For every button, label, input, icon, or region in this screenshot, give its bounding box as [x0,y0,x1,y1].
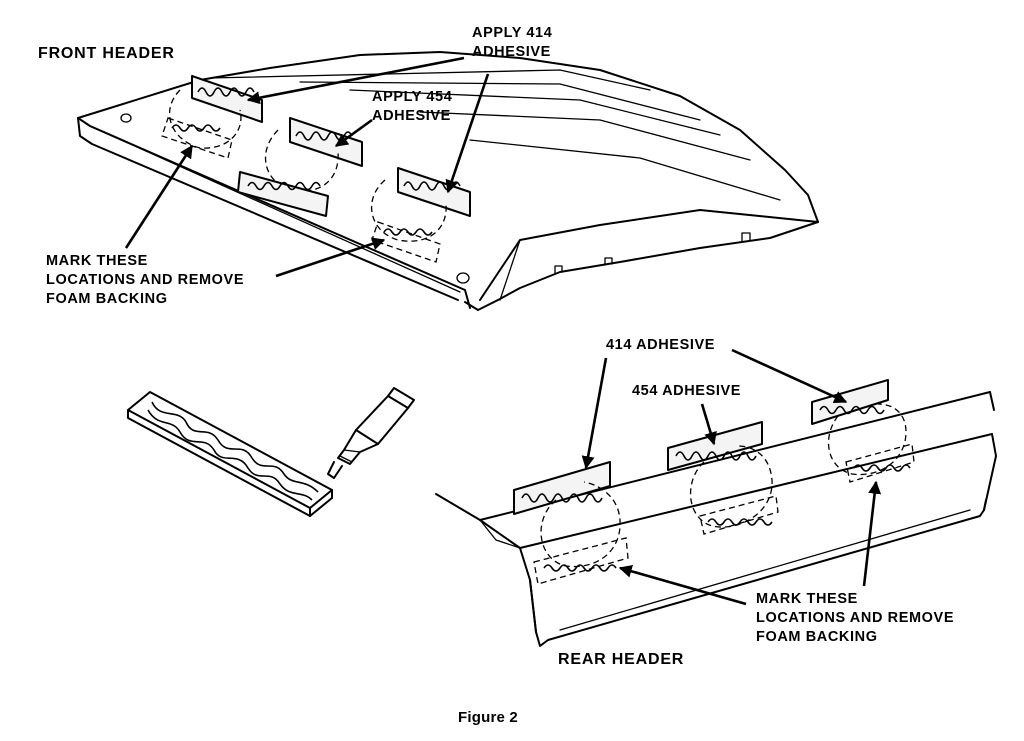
front-pad-2 [237,117,363,217]
arrow-414-rear-pad1 [581,357,608,470]
arrow-454-rear [700,403,717,446]
figure-caption: Figure 2 [458,709,518,726]
arrow-apply-454-front [334,118,373,148]
arrow-apply-414-pad3 [445,73,490,194]
arrow-mark-rear-1 [618,564,747,606]
apply-414-line-1: APPLY 414 [472,25,553,41]
rear-pad-1 [513,461,629,585]
apply-414-label: APPLY 414 ADHESIVE [472,24,552,62]
rear-header-title: REAR HEADER [558,651,685,668]
front-arrows [124,56,490,278]
arrow-apply-414-front [246,56,465,105]
rear-454-adhesive-label: 454 ADHESIVE [632,383,742,399]
apply-414-line-2: ADHESIVE [472,44,551,60]
adhesive-strip [127,391,333,517]
rear-mark-line-1: MARK THESE [756,591,858,607]
rear-pad-2 [667,421,779,535]
front-header-title: FRONT HEADER [38,45,175,62]
apply-454-line-1: APPLY 454 [372,89,453,105]
arrow-mark-rear-2 [862,480,882,587]
rear-mark-line-3: FOAM BACKING [756,629,878,645]
adhesive-tube [327,387,415,479]
apply-454-line-2: ADHESIVE [372,108,451,124]
front-mark-line-2: LOCATIONS AND REMOVE [46,272,245,288]
arrow-414-rear-pad3 [731,348,848,404]
front-mark-line-3: FOAM BACKING [46,291,168,307]
rear-414-adhesive-label: 414 ADHESIVE [606,337,716,353]
rear-mark-note: MARK THESE LOCATIONS AND REMOVE FOAM BAC… [756,590,954,647]
arrow-mark-front-2 [275,237,386,278]
rear-pad-3 [811,379,915,483]
front-header-panel [77,51,819,311]
front-mark-note: MARK THESE LOCATIONS AND REMOVE FOAM BAC… [46,252,244,309]
arrow-mark-front-1 [124,144,194,249]
apply-454-label: APPLY 454 ADHESIVE [372,88,452,126]
rear-mark-line-2: LOCATIONS AND REMOVE [756,610,955,626]
rear-arrows [581,348,882,606]
front-pad-1 [161,75,263,159]
front-pad-3 [370,167,471,263]
front-mark-line-1: MARK THESE [46,253,148,269]
